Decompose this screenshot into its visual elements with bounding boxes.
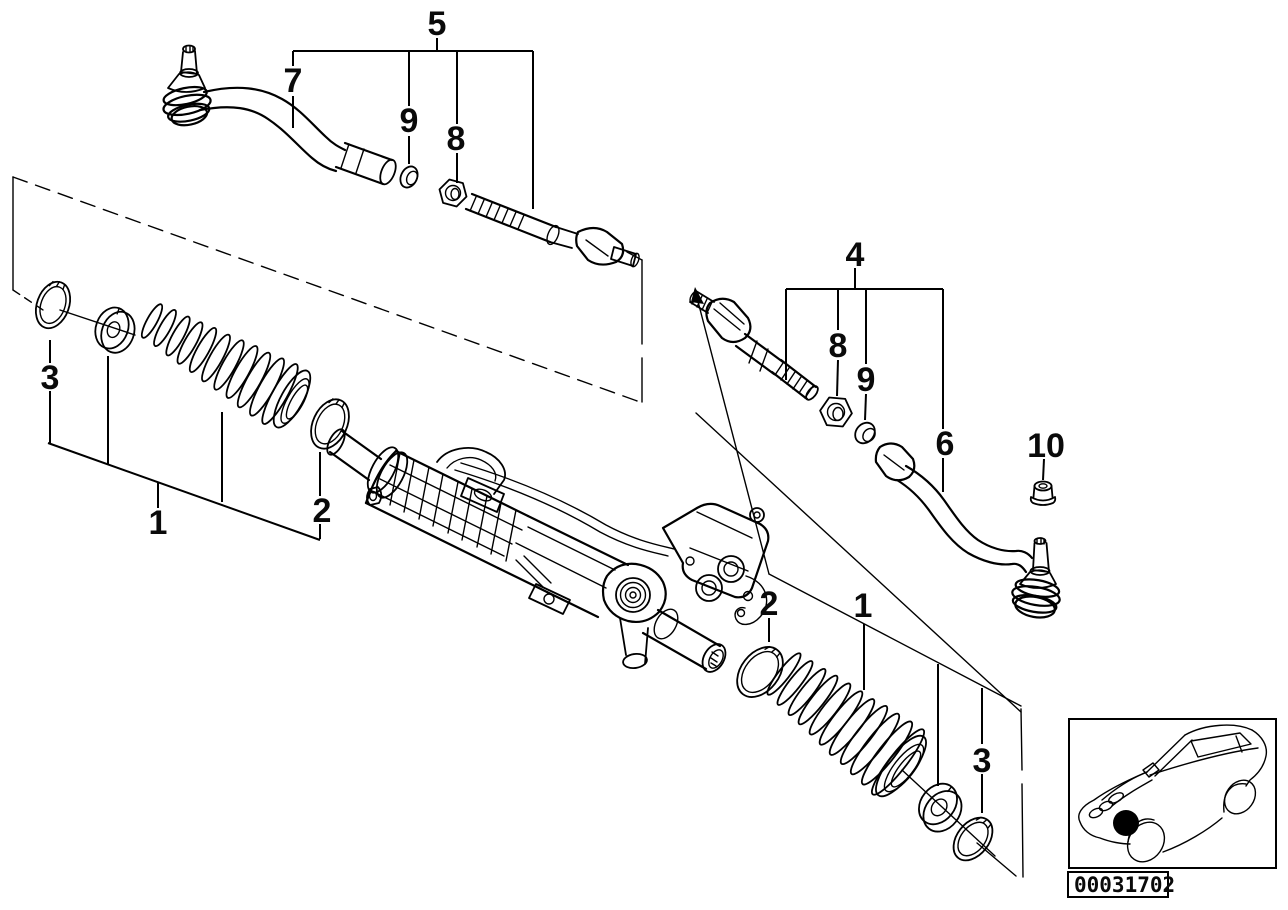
boot-washer-right (918, 782, 963, 833)
part-label-4[interactable]: 4 (846, 236, 865, 274)
left-clamp-large-part (310, 398, 350, 450)
part-label-9-right[interactable]: 9 (857, 361, 876, 399)
right-boot-group (736, 618, 996, 862)
left-bellows-boot-part (140, 303, 312, 429)
right-outer-tie-rod (874, 442, 1061, 619)
callout-ticks-right-boot (768, 618, 983, 813)
part-label-7[interactable]: 7 (284, 62, 303, 100)
left-inner-tie-rod (464, 192, 640, 268)
construction-lines-right (691, 287, 1024, 878)
part-label-6[interactable]: 6 (936, 425, 955, 463)
car-inset-box (1068, 718, 1277, 869)
stud-nut-part (1029, 480, 1057, 506)
callout-bracket-4 (785, 268, 1045, 492)
left-lock-ring (399, 165, 419, 189)
right-clamp-small-part (952, 816, 994, 862)
diagram-code: 00031702 (1074, 873, 1175, 897)
part-label-9-left[interactable]: 9 (400, 102, 419, 140)
location-dot (1113, 810, 1139, 836)
part-label-3-right[interactable]: 3 (973, 742, 992, 780)
part-label-2-left[interactable]: 2 (313, 492, 332, 530)
right-inner-tie-rod (689, 290, 819, 401)
left-jam-nut (438, 178, 468, 208)
part-label-1-left[interactable]: 1 (149, 504, 168, 542)
steering-rack (326, 428, 770, 673)
car-icon (1078, 724, 1268, 863)
right-clamp-large-part (736, 645, 784, 698)
part-label-10[interactable]: 10 (1027, 427, 1065, 465)
boot-washer-left (94, 306, 136, 354)
part-label-3-left[interactable]: 3 (41, 359, 60, 397)
left-outer-tie-rod (162, 44, 397, 186)
left-boot-group (34, 280, 350, 541)
diagram-code-box (1067, 871, 1169, 898)
right-jam-nut (819, 396, 853, 428)
left-clamp-small-part (34, 280, 72, 330)
right-lock-ring (854, 421, 876, 445)
part-label-1-right[interactable]: 1 (854, 587, 873, 625)
part-label-8-right[interactable]: 8 (829, 327, 848, 365)
callout-bracket-left-boot (47, 340, 321, 541)
right-bellows-boot-part (766, 652, 927, 798)
callout-bracket-5 (292, 38, 534, 209)
part-label-5[interactable]: 5 (428, 5, 447, 43)
car-inset: 00031702 (1067, 718, 1277, 898)
part-label-2-right[interactable]: 2 (760, 585, 779, 623)
part-label-8-left[interactable]: 8 (447, 120, 466, 158)
